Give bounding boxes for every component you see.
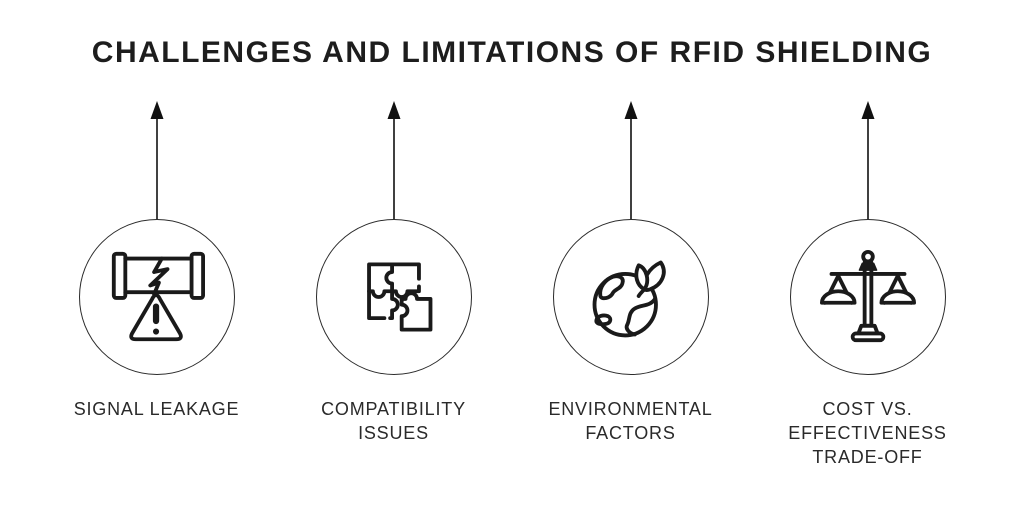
column-cost-effectiveness: COST VS. EFFECTIVENESS TRADE-OFF	[749, 100, 986, 470]
column-signal-leakage: SIGNAL LEAKAGE	[38, 100, 275, 421]
up-arrow-icon	[624, 100, 637, 219]
up-arrow-icon	[387, 100, 400, 219]
page-title: CHALLENGES AND LIMITATIONS OF RFID SHIEL…	[91, 36, 933, 69]
icon-circle-environmental-factors	[552, 218, 709, 375]
infographic-canvas: CHALLENGES AND LIMITATIONS OF RFID SHIEL…	[0, 36, 1024, 512]
icon-circle-cost-effectiveness	[789, 218, 946, 375]
item-label: COST VS. EFFECTIVENESS TRADE-OFF	[788, 398, 947, 468]
globe-leaf-icon	[592, 260, 666, 337]
pipe-leak-warning-icon	[111, 251, 205, 341]
balance-scale-icon	[819, 249, 916, 342]
up-arrow-icon	[861, 100, 874, 219]
item-label: ENVIRONMENTAL FACTORS	[548, 398, 713, 443]
icon-circle-signal-leakage	[78, 218, 235, 375]
item-label: COMPATIBILITY ISSUES	[321, 398, 466, 443]
item-label: SIGNAL LEAKAGE	[73, 398, 240, 419]
columns-row: SIGNAL LEAKAGE COMPATIBILITY ISSUES	[0, 100, 1024, 470]
up-arrow-icon	[150, 100, 163, 219]
column-compatibility-issues: COMPATIBILITY ISSUES	[275, 100, 512, 446]
column-environmental-factors: ENVIRONMENTAL FACTORS	[512, 100, 749, 446]
icon-circle-compatibility-issues	[315, 218, 472, 375]
puzzle-pieces-icon	[366, 261, 432, 332]
